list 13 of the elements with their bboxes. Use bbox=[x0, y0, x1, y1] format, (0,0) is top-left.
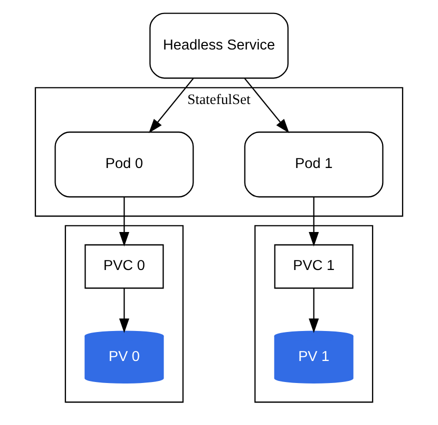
node-box: Headless Service bbox=[149, 12, 289, 79]
arrow bbox=[308, 288, 319, 333]
node-box: Pod 0 bbox=[54, 132, 194, 198]
cluster bbox=[254, 225, 374, 403]
node-box: PVC 1 bbox=[274, 244, 354, 289]
arrow bbox=[148, 78, 194, 134]
arrow bbox=[244, 78, 290, 134]
cluster bbox=[64, 225, 184, 403]
node-box: PVC 0 bbox=[84, 244, 164, 289]
node-box: Pod 1 bbox=[244, 132, 384, 198]
arrow bbox=[119, 288, 130, 333]
arrow bbox=[308, 197, 319, 246]
arrow bbox=[119, 197, 130, 246]
